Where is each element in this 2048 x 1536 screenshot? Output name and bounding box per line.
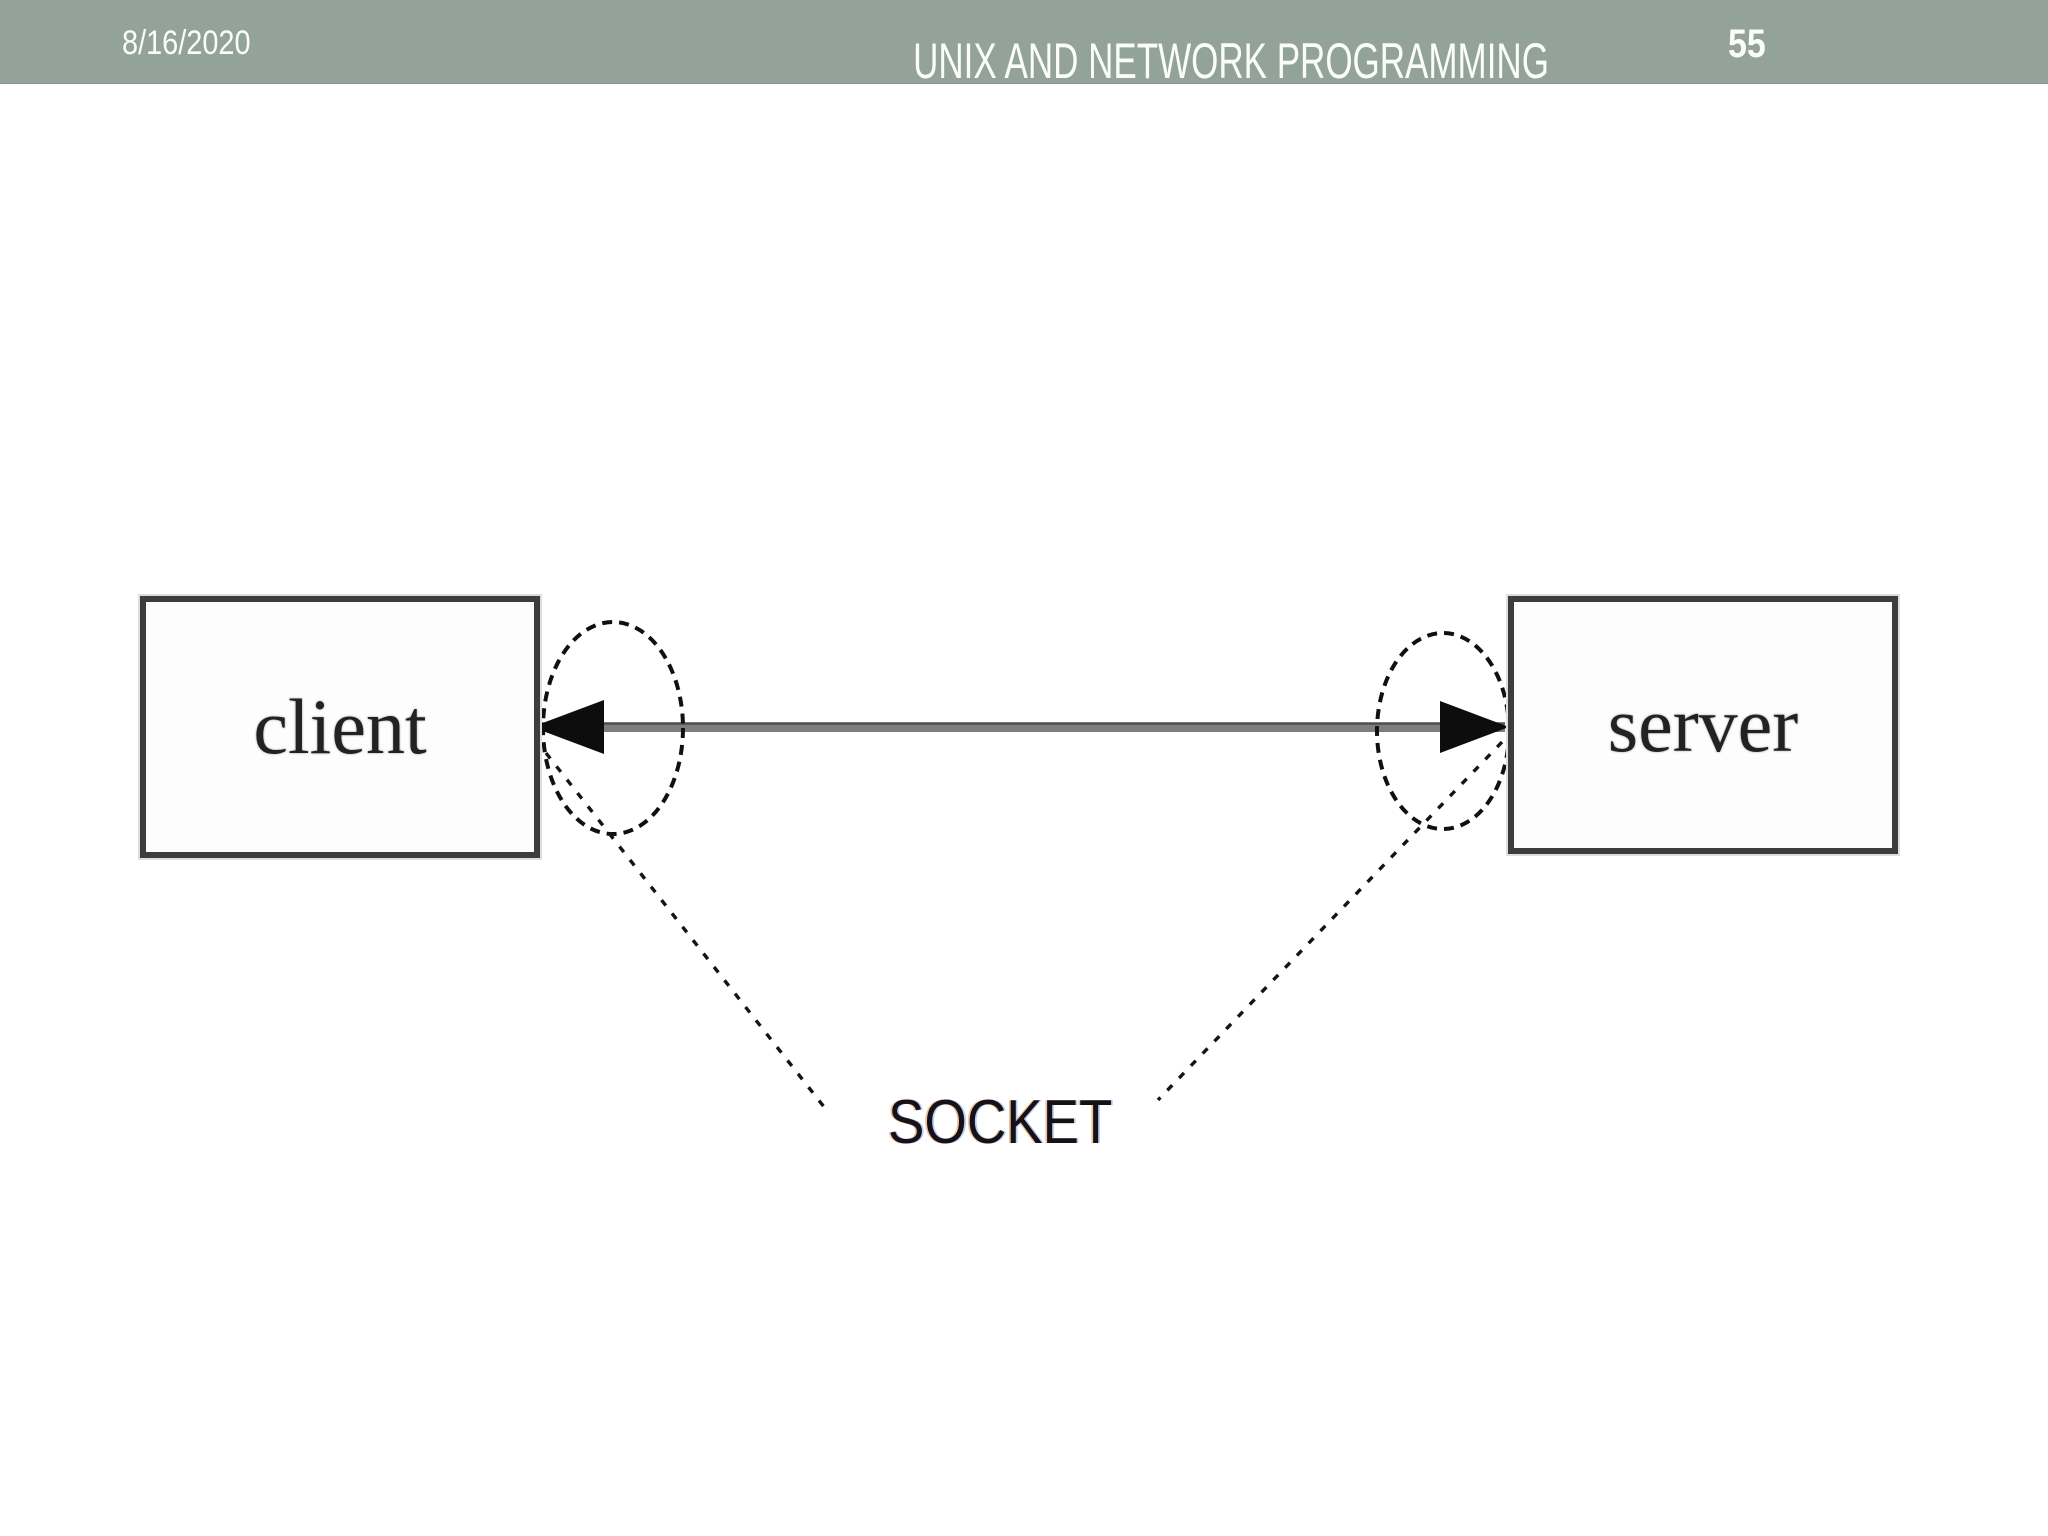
slide-header: 8/16/2020 UNIX AND NETWORK PROGRAMMING 5… bbox=[0, 0, 2048, 89]
slide-date: 8/16/2020 bbox=[122, 24, 251, 62]
server-box-label: server bbox=[1607, 681, 1799, 768]
client-box-label: client bbox=[253, 683, 427, 770]
client-box: client bbox=[140, 596, 540, 858]
server-box: server bbox=[1508, 596, 1898, 854]
socket-callout-line-right bbox=[1156, 740, 1504, 1102]
page-number: 55 bbox=[1728, 22, 1766, 66]
left-arrowhead-icon bbox=[532, 700, 604, 754]
client-socket-ellipse-icon bbox=[541, 620, 685, 836]
socket-label: SOCKET bbox=[888, 1088, 1113, 1157]
right-arrowhead-icon bbox=[1440, 701, 1509, 753]
slide-title: UNIX AND NETWORK PROGRAMMING bbox=[913, 33, 1549, 89]
socket-callout-line-left bbox=[544, 751, 830, 1114]
